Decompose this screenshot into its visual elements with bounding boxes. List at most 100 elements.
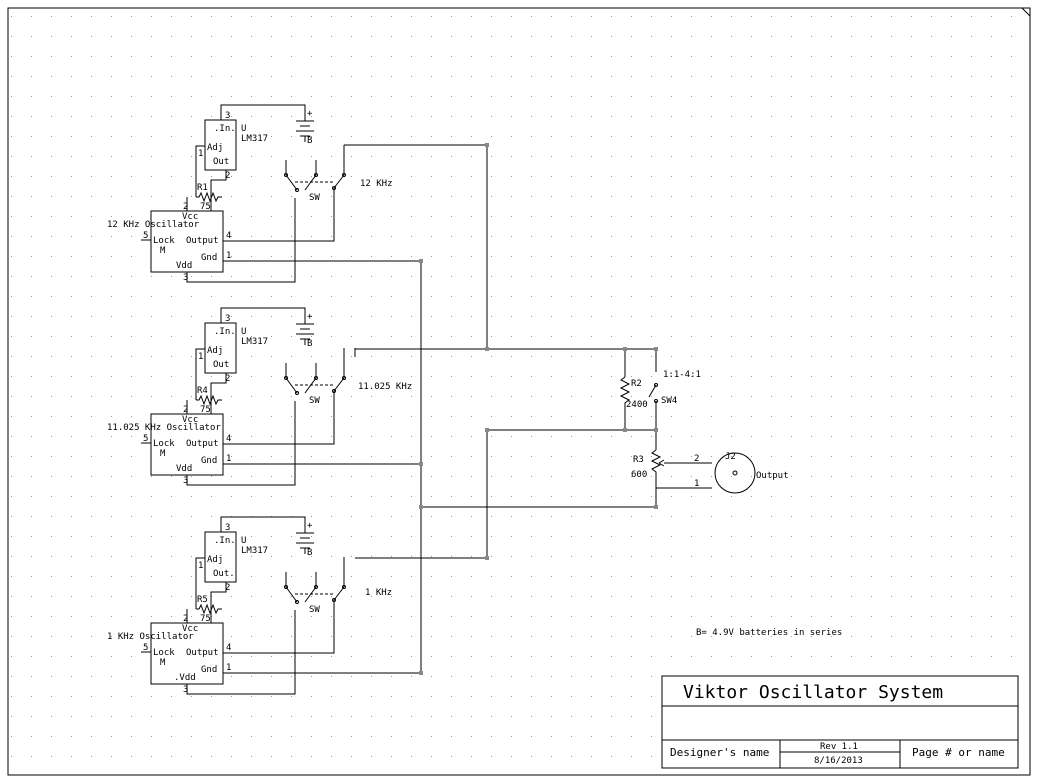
reg-pin-in: 3 (225, 314, 230, 324)
reg-out-label: Out. (213, 569, 235, 579)
reg-part-label: LM317 (241, 546, 268, 556)
res-value: 75 (200, 614, 211, 624)
jack-pin1: 1 (694, 479, 699, 489)
osc-output-label: Output (186, 236, 219, 246)
oscillator-stage-1: .In. U LM317 Adj Out 3 1 2 R1 75 2 Vcc 1… (107, 104, 422, 283)
title-text: Viktor Oscillator System (683, 682, 943, 703)
osc-gnd-label: Gnd (201, 665, 217, 675)
osc-name: 12 KHz Oscillator (107, 220, 200, 230)
sw4-ratio: 1:1-4:1 (663, 370, 701, 380)
osc-gnd-label: Gnd (201, 253, 217, 263)
osc-pin-vdd: 3 (183, 273, 188, 283)
battery-label: B (307, 339, 312, 349)
osc-m-label: M (160, 449, 166, 459)
osc-lock-label: Lock (153, 648, 175, 658)
reg-adj-label: Adj (207, 555, 223, 565)
osc-name: 11.025 KHz Oscillator (107, 423, 221, 433)
reg-part-label: LM317 (241, 337, 268, 347)
reg-pin-out: 2 (225, 171, 230, 181)
osc-pin-gnd: 1 (226, 251, 231, 261)
r2-name: R2 (631, 379, 642, 389)
reg-pin-adj: 1 (198, 149, 203, 159)
r3-name: R3 (633, 455, 644, 465)
reg-in-label: .In. (214, 124, 236, 134)
res-name: R5 (197, 595, 208, 605)
osc-vdd-label: Vdd (176, 464, 192, 474)
osc-pin-out: 4 (226, 231, 231, 241)
reg-u-label: U (241, 124, 246, 134)
osc-vdd-label: Vdd (176, 261, 192, 271)
battery-label: B (307, 136, 312, 146)
osc-pin-vdd: 3 (183, 476, 188, 486)
osc-m-label: M (160, 658, 166, 668)
freq-label: 12 KHz (360, 179, 393, 189)
jack-name: J2 (725, 452, 736, 462)
osc-pin-out: 4 (226, 434, 231, 444)
osc-pin-gnd: 1 (226, 663, 231, 673)
corner-mark-icon (1021, 7, 1031, 17)
res-value: 75 (200, 405, 211, 415)
reg-part-label: LM317 (241, 134, 268, 144)
battery-note: B= 4.9V batteries in series (696, 628, 842, 638)
title-block: Viktor Oscillator System Designer's name… (661, 675, 1019, 769)
r3-value: 600 (631, 470, 647, 480)
reg-out-label: Out (213, 360, 229, 370)
res-name: R4 (197, 386, 208, 396)
revision: Rev 1.1 (820, 742, 858, 752)
osc-name: 1 KHz Oscillator (107, 632, 194, 642)
reg-pin-out: 2 (225, 583, 230, 593)
output-section: R2 2400 1:1-4:1 SW4 R3 600 J2 2 1 Output (626, 370, 789, 489)
r2-value: 2400 (626, 400, 648, 410)
junction-nodes (419, 143, 658, 675)
osc-vcc-label: Vcc (182, 212, 198, 222)
sw4-name: SW4 (661, 396, 677, 406)
designer-name: Designer's name (670, 746, 769, 759)
page-name: Page # or name (912, 746, 1005, 759)
switch-label: SW (309, 193, 320, 203)
osc-output-label: Output (186, 648, 219, 658)
reg-adj-label: Adj (207, 143, 223, 153)
osc-vcc-label: Vcc (182, 415, 198, 425)
res-value: 75 (200, 202, 211, 212)
battery-plus-label: + (307, 521, 313, 531)
reg-pin-in: 3 (225, 111, 230, 121)
freq-label: 11.025 KHz (358, 382, 412, 392)
osc-lock-label: Lock (153, 439, 175, 449)
switch-label: SW (309, 396, 320, 406)
osc-pin-gnd: 1 (226, 454, 231, 464)
osc-pin-vdd: 3 (183, 685, 188, 695)
jack-pin2: 2 (694, 454, 699, 464)
res-name: R1 (197, 183, 208, 193)
osc-pin-vcc: 2 (183, 202, 188, 212)
reg-out-label: Out (213, 157, 229, 167)
osc-vdd-label: .Vdd (174, 673, 196, 683)
osc-vcc-label: Vcc (182, 624, 198, 634)
osc-m-label: M (160, 246, 166, 256)
battery-plus-label: + (307, 109, 313, 119)
switch-label: SW (309, 605, 320, 615)
reg-u-label: U (241, 536, 246, 546)
osc-pin-vcc: 2 (183, 614, 188, 624)
oscillator-stage-2: .In. U LM317 Adj Out 3 1 2 R4 75 2 Vcc 1… (107, 307, 422, 486)
osc-pin-out: 4 (226, 643, 231, 653)
osc-gnd-label: Gnd (201, 456, 217, 466)
reg-adj-label: Adj (207, 346, 223, 356)
osc-output-label: Output (186, 439, 219, 449)
reg-in-label: .In. (214, 327, 236, 337)
freq-label: 1 KHz (365, 588, 392, 598)
date: 8/16/2013 (814, 756, 863, 766)
battery-label: B (307, 548, 312, 558)
reg-pin-out: 2 (225, 374, 230, 384)
battery-plus-label: + (307, 312, 313, 322)
reg-pin-adj: 1 (198, 561, 203, 571)
reg-pin-adj: 1 (198, 352, 203, 362)
oscillator-stage-3: .In. U LM317 Adj Out. 3 1 2 R5 75 2 Vcc … (107, 516, 422, 695)
osc-pin-lock: 5 (143, 231, 148, 241)
reg-u-label: U (241, 327, 246, 337)
osc-pin-lock: 5 (143, 434, 148, 444)
osc-pin-lock: 5 (143, 643, 148, 653)
sheet-border (7, 7, 1031, 776)
output-label: Output (756, 471, 789, 481)
reg-in-label: .In. (214, 536, 236, 546)
